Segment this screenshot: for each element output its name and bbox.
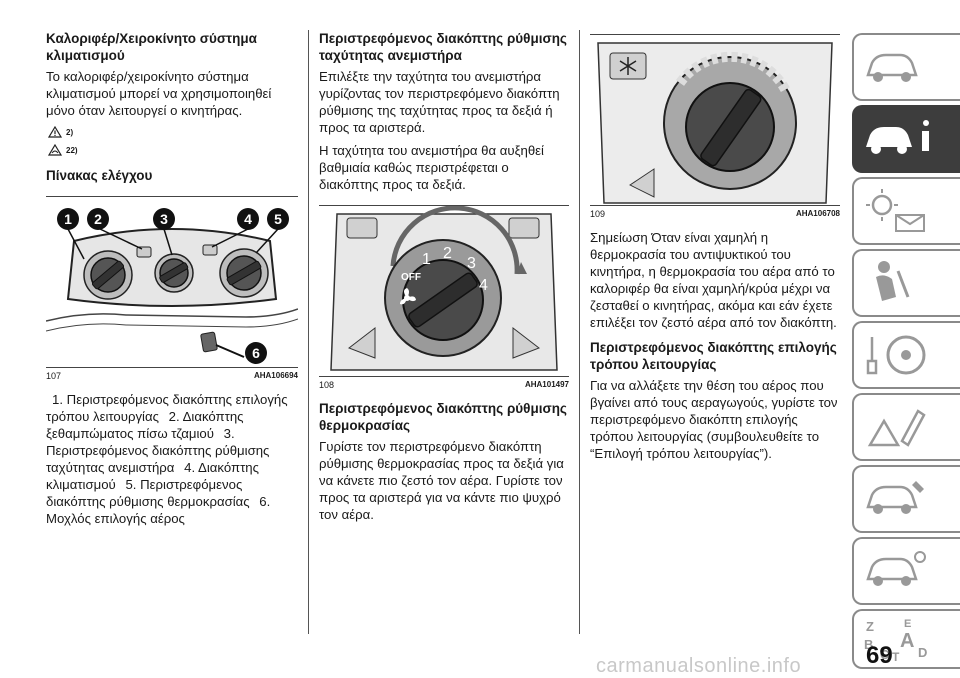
tab-starting-driving[interactable] [852,321,960,389]
figure-109-temp-knob [590,34,840,206]
column-divider-2 [579,30,580,634]
figure-108-fan-knob: OFF 1 2 3 4 [319,205,569,377]
section-heading-fan-speed: Περιστρεφόμενος διακόπτης ρύθμισης ταχύτ… [319,31,567,63]
tab-emergency[interactable] [852,393,960,461]
safety-airbag-icon [876,261,910,301]
column-2: Περιστρεφόμενος διακόπτης ρύθμισης ταχύτ… [319,30,569,529]
fan-speed-knob-illustration: OFF 1 2 3 4 [330,206,558,371]
knob-label-3: 3 [467,255,476,272]
svg-text:1: 1 [64,211,72,227]
legend-text: Μοχλός επιλογής αέρος [46,511,185,526]
section-heading-control-panel: Πίνακας ελέγχου [46,168,153,183]
legend-text: Περιστρεφόμενος διακόπτης επιλογής τρόπο… [46,392,288,424]
figure-107-caption: 107 AHA106694 [46,368,298,381]
knob-label-4: 4 [479,277,488,294]
svg-text:Z: Z [866,619,874,634]
warning-ref-1: 2) [48,125,298,139]
callout-4: 4 [237,208,259,230]
note-paragraph: Σημείωση Όταν είναι χαμηλή η θερμοκρασία… [590,230,837,330]
figure-number: 109 [590,209,606,219]
svg-text:4: 4 [244,211,252,227]
hazard-triangle-icon [48,144,62,156]
callout-1: 1 [57,208,79,230]
watermark: carmanualsonline.info [596,655,802,677]
column-divider-1 [308,30,309,634]
legend-num: 3. [223,426,235,441]
mode-paragraph: Για να αλλάξετε την θέση του αέρος που β… [590,378,838,461]
svg-text:2: 2 [94,211,102,227]
technical-data-icon [866,551,926,586]
section-heading-temperature: Περιστρεφόμενος διακόπτης ρύθμισης θερμο… [319,401,567,433]
intro-paragraph: Το καλοριφέρ/χειροκίνητο σύστημα κλιματι… [46,69,272,118]
callout-6: 6 [245,342,267,364]
tab-car-overview[interactable] [852,33,960,101]
figure-109-caption: 109 AHA106708 [590,206,840,219]
legend-num: 6. [259,494,271,509]
knob-label-off: OFF [401,272,421,283]
emergency-icon [867,409,926,447]
figure-code: AHA106694 [253,371,298,380]
car-overview-icon [866,53,918,82]
tab-technical-data[interactable] [852,537,960,605]
svg-text:5: 5 [274,211,282,227]
tab-index[interactable]: Z E B C T A D [852,609,960,669]
warning-lights-icon [866,189,925,232]
warning-triangle-icon [48,126,62,138]
figure-number: 107 [46,371,62,381]
fan-icon [400,288,416,305]
warning-ref-label: 22) [66,145,78,155]
maintenance-icon [866,481,924,514]
callout-5: 5 [267,208,289,230]
index-icon: Z E B C T A D [864,618,927,664]
svg-text:3: 3 [160,211,168,227]
legend-num: 5. [125,477,137,492]
temperature-paragraph: Γυρίστε τον περιστρεφόμενο διακόπτη ρύθμ… [319,439,564,522]
warning-ref-2: 22) [48,143,298,157]
temperature-knob-illustration [597,42,833,204]
figure-107-control-panel: 1 2 3 4 5 6 [46,196,298,368]
legend-num: 2. [168,409,180,424]
knob-label-2: 2 [443,245,452,262]
starting-driving-icon [866,335,926,375]
section-heading-climate: Καλοριφέρ/Χειροκίνητο σύστημα κλιματισμο… [46,31,257,63]
legend-num: 4. [184,460,196,475]
figure-code: AHA106708 [795,209,840,218]
fan-speed-paragraph-1: Επιλέξτε την ταχύτητα του ανεμιστήρα γυρ… [319,69,560,135]
control-legend: 1. Περιστρεφόμενος διακόπτης επιλογής τρ… [46,391,298,527]
svg-text:T: T [892,650,900,664]
legend-text: Περιστρεφόμενος διακόπτης ρύθμισης θερμο… [46,477,250,509]
fan-speed-paragraph-2: Η ταχύτητα του ανεμιστήρα θα αυξηθεί βαθ… [319,143,544,192]
figure-code: AHA101497 [524,380,569,389]
svg-text:B: B [864,637,873,652]
tab-car-info[interactable] [852,105,960,173]
section-heading-mode: Περιστρεφόμενος διακόπτης επιλογής τρόπο… [590,340,837,372]
callout-3: 3 [153,208,175,230]
legend-text: Διακόπτης ξεθαμπώματος πίσω τζαμιού [46,409,244,441]
svg-text:C: C [880,647,890,662]
legend-text: Περιστρεφόμενος διακόπτης ρύθμισης ταχύτ… [46,443,270,475]
svg-text:E: E [904,618,911,630]
control-panel-illustration: 1 2 3 4 5 6 [46,208,298,364]
column-1: Καλοριφέρ/Χειροκίνητο σύστημα κλιματισμο… [46,30,298,527]
car-info-icon [866,120,929,154]
page-number: 69 [866,642,893,669]
knob-label-1: 1 [422,251,431,268]
legend-num: 1. [52,392,63,407]
tab-warning-lights[interactable] [852,177,960,245]
tab-maintenance[interactable] [852,465,960,533]
svg-text:D: D [918,645,927,660]
svg-text:6: 6 [252,345,260,361]
tab-safety[interactable] [852,249,960,317]
warning-ref-label: 2) [66,127,74,137]
figure-108-caption: 108 AHA101497 [319,377,569,390]
figure-number: 108 [319,380,335,390]
svg-text:A: A [900,630,914,652]
column-3: 109 AHA106708 Σημείωση Όταν είναι χαμηλή… [590,30,840,468]
callout-2: 2 [87,208,109,230]
legend-text: Διακόπτης κλιματισμού [46,460,259,492]
